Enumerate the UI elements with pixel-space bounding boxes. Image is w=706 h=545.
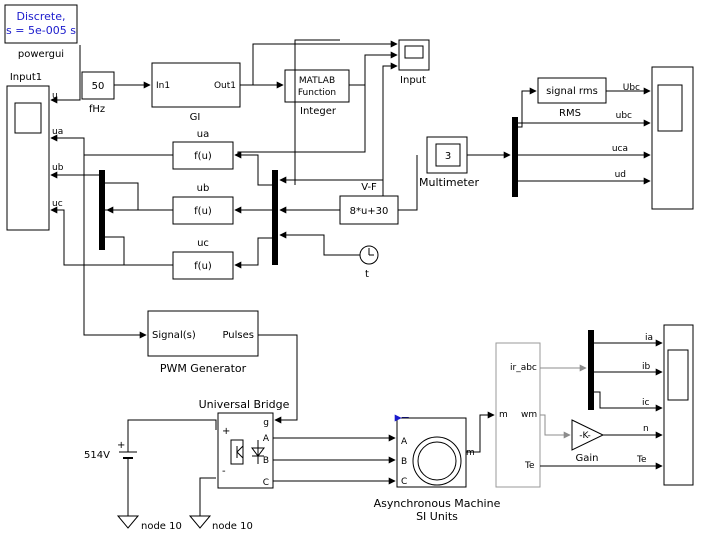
bottom-scope-port-ia: ia [645,333,653,343]
vf-block[interactable]: 8*u+30 [339,195,399,225]
gain-block[interactable]: -K- [571,419,605,451]
powergui-line2: s = 5e-005 s [6,24,76,37]
input1-scope[interactable] [6,85,50,231]
input1-port-ub: ub [52,163,64,173]
pwm-generator-block[interactable]: Signal(s) Pulses [147,310,259,357]
right-scope[interactable] [651,66,694,210]
demux-left-bus[interactable] [99,170,105,250]
pwm-in: Signal(s) [152,330,196,341]
right-scope-port-ubc-upper: Ubc [623,83,640,93]
signal-wires [50,39,663,516]
pwm-label: PWM Generator [160,362,247,375]
dc-source-icon[interactable] [119,451,137,459]
fu-uc-text: f(u) [194,261,212,272]
machine-port-a: A [401,437,408,447]
demux-in-m: m [499,410,508,420]
input-scope-label: Input [400,75,426,86]
demux-bottom-bus[interactable] [588,330,594,410]
powergui-block[interactable]: Discrete, s = 5e-005 s [4,4,78,44]
bridge-port-b: B [263,456,269,466]
gi-label: GI [190,112,201,123]
right-scope-port-ud: ud [615,170,626,180]
bridge-minus: - [222,466,226,477]
right-scope-port-ubc: ubc [616,111,632,121]
fu-ua-label: ua [197,129,209,140]
bridge-plus: + [222,426,230,437]
bottom-scope-port-te: Te [636,455,647,465]
multimeter-block[interactable]: 3 [426,136,468,174]
demux-right-bus[interactable] [512,117,518,197]
gain-label: Gain [576,453,599,464]
const-50-value: 50 [92,81,105,92]
const-50-block[interactable]: 50 [81,71,115,100]
machine-measurement-demux[interactable] [495,342,541,488]
bridge-port-c: C [263,478,269,488]
ground-left-icon[interactable] [116,515,140,529]
gi-out: Out1 [214,81,236,91]
bridge-port-g: g [263,418,269,428]
input-scope[interactable] [398,39,430,71]
fu-ub-text: f(u) [194,206,212,217]
mux-mid-bus[interactable] [272,170,278,265]
machine-port-m: m [466,448,475,458]
ground-right-icon[interactable] [188,515,212,529]
powergui-line1: Discrete, [17,10,66,23]
dc-source-label: 514V [84,450,110,461]
multimeter-label: Multimeter [419,176,479,189]
right-scope-port-uca: uca [612,144,628,154]
matlab-function-block[interactable]: MATLAB Function [284,69,350,103]
machine-label-1: Asynchronous Machine [374,497,501,510]
asynchronous-machine-block[interactable] [396,417,467,488]
fu-ub-block[interactable]: f(u) [172,196,234,225]
matlab-line1: MATLAB [299,76,335,86]
vf-text: 8*u+30 [350,206,389,217]
clock-icon[interactable] [359,245,379,265]
machine-label-2: SI Units [416,510,458,523]
pwm-out: Pulses [222,330,254,341]
bridge-label: Universal Bridge [199,398,290,411]
matlab-label: Integer [300,106,337,117]
gi-in: In1 [156,81,170,91]
bottom-scope-port-ic: ic [642,398,650,408]
input1-port-ua: ua [52,127,63,137]
input1-port-u: u [52,91,58,101]
ground-left-label: node 10 [141,521,182,532]
demux-port-wm: wm [521,410,537,420]
fu-uc-block[interactable]: f(u) [172,251,234,280]
demux-port-ir-abc: ir_abc [510,363,537,373]
fu-ua-block[interactable]: f(u) [172,141,234,170]
fu-ub-label: ub [197,183,210,194]
bottom-scope-port-ib: ib [642,362,651,372]
powergui-label: powergui [18,49,64,60]
bottom-scope-port-n: n [643,424,649,434]
rms-label: RMS [559,108,581,119]
vf-label: V-F [361,182,377,193]
machine-port-b: B [401,457,407,467]
bridge-port-a: A [263,434,270,444]
fu-ua-text: f(u) [194,151,212,162]
gain-text: -K- [579,431,590,441]
bottom-scope[interactable] [663,324,694,486]
universal-bridge-block[interactable] [217,412,274,489]
gi-block[interactable]: In1 Out1 [151,62,241,108]
matlab-line2: Function [298,88,336,98]
clock-label: t [365,269,369,280]
multimeter-value: 3 [445,151,451,162]
demux-port-te: Te [524,461,535,471]
rms-block[interactable]: signal rms [537,77,607,104]
const-50-label: fHz [89,104,105,115]
input1-port-uc: uc [52,199,63,209]
machine-port-c: C [401,477,407,487]
dc-source-plus: + [117,440,125,451]
input1-label: Input1 [10,72,42,83]
ground-right-label: node 10 [212,521,253,532]
rms-text: signal rms [546,86,598,97]
fu-uc-label: uc [197,238,209,249]
